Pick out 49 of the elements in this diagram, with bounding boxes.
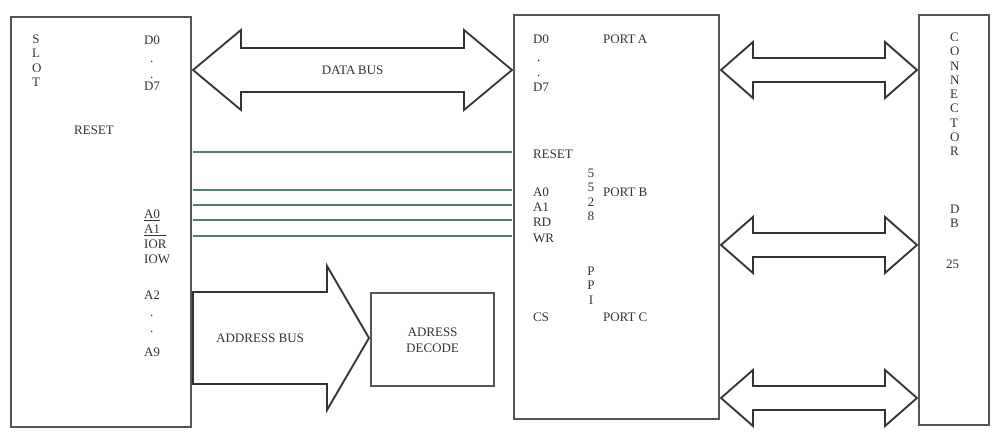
pin-label: A2 xyxy=(144,287,160,302)
pin-label: . xyxy=(150,50,154,65)
pin-label: D7 xyxy=(533,79,549,94)
vertical-label: DB xyxy=(950,202,958,231)
signal-line xyxy=(193,204,512,206)
edge-label: ADDRESS BUS xyxy=(215,330,305,346)
slot-box xyxy=(10,16,192,428)
bus-arrow xyxy=(719,368,919,428)
connector-box xyxy=(918,14,990,426)
chip-box xyxy=(513,14,720,420)
signal-line xyxy=(193,189,512,191)
pin-label: RESET xyxy=(533,146,573,161)
pin-label: D0 xyxy=(533,31,549,46)
bus-arrow xyxy=(719,40,919,100)
signal-line xyxy=(193,219,512,221)
pin-label: D7 xyxy=(144,78,160,93)
vertical-label: PPI xyxy=(587,264,595,307)
edge-label: DATA BUS xyxy=(320,62,384,78)
pin-label: WR xyxy=(533,230,554,245)
pin-label: PORT A xyxy=(603,31,648,46)
bus-arrow xyxy=(191,28,514,112)
pin-label: CS xyxy=(533,309,549,324)
bus-arrow xyxy=(192,262,370,414)
pin-label: IOR xyxy=(144,236,166,251)
signal-line xyxy=(193,235,512,237)
bus-arrow xyxy=(719,214,919,276)
vertical-label: CONNECTOR xyxy=(950,30,958,159)
pin-label: A0 xyxy=(144,206,160,221)
pin-label: A0 xyxy=(533,184,549,199)
pin-label: D0 xyxy=(144,32,160,47)
pin-label: . xyxy=(537,49,540,64)
pin-label: . xyxy=(150,304,154,319)
vertical-label: SLOT xyxy=(32,32,40,90)
pin-label: . xyxy=(537,64,540,79)
pin-label: IOW xyxy=(144,251,170,266)
pin-label: A1 xyxy=(533,199,549,214)
box-label: ADRESS DECODE xyxy=(405,324,460,356)
pin-label: RESET xyxy=(74,122,114,137)
pin-label: PORT C xyxy=(603,309,648,324)
pin-label: . xyxy=(150,66,154,81)
pin-label: A9 xyxy=(144,344,160,359)
pin-label: RD xyxy=(533,214,552,229)
decoder-box xyxy=(370,292,495,387)
pin-label: . xyxy=(150,320,154,335)
pin-label: 25 xyxy=(946,256,959,271)
pin-label: A1 xyxy=(144,221,160,236)
vertical-label: 5528 xyxy=(587,166,595,224)
pin-label: PORT B xyxy=(603,184,648,199)
signal-line xyxy=(193,151,512,153)
